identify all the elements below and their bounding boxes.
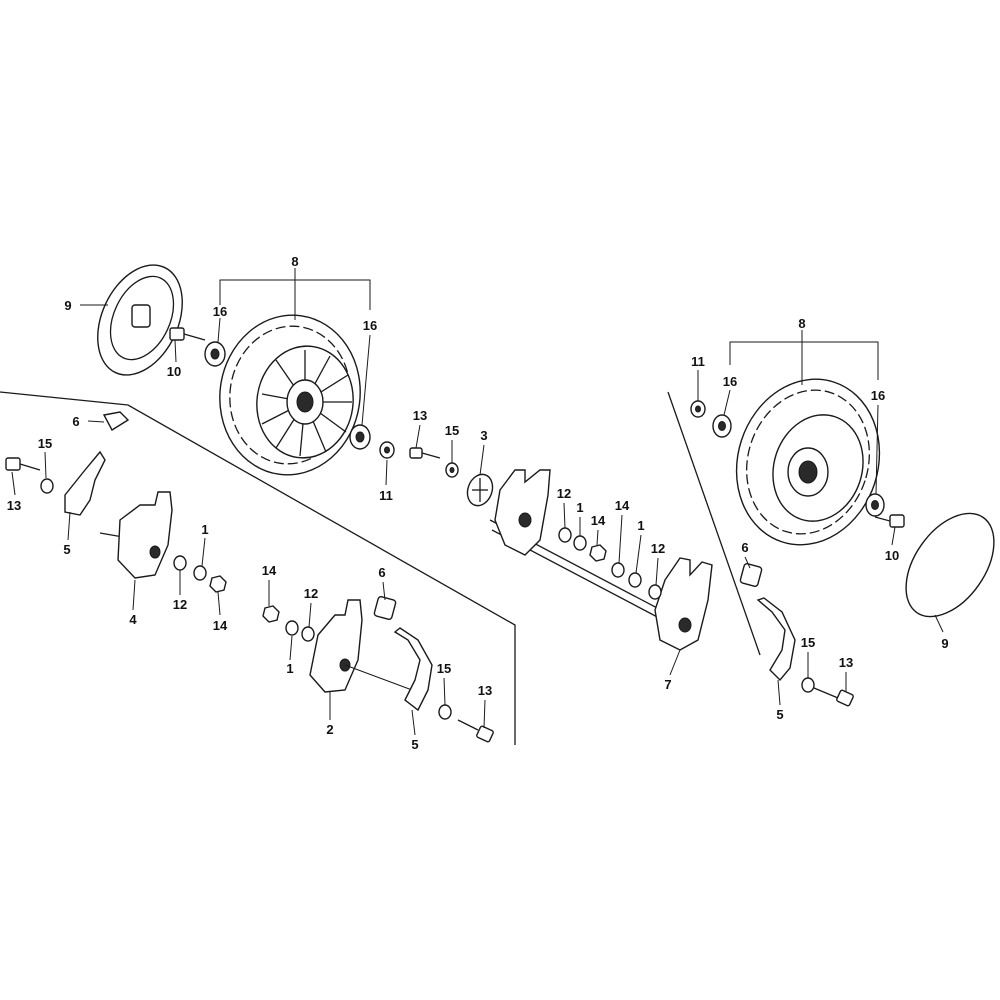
left-washer-11 (379, 441, 395, 459)
leader-lines (11, 268, 944, 736)
callout-6-right: 6 (741, 540, 748, 555)
callout-8-right: 8 (798, 316, 805, 331)
callout-10-left: 10 (167, 364, 181, 379)
center-washer (445, 462, 459, 478)
callout-12-axle-b: 12 (651, 541, 665, 556)
callout-11-right: 11 (691, 354, 705, 369)
callout-14-axle-a: 14 (591, 513, 606, 528)
right-height-lever (739, 562, 854, 707)
right-wheel-bearing-inner (712, 414, 732, 438)
left-wheel-bearing-inner (349, 424, 371, 450)
callout-5-middle: 5 (411, 737, 418, 752)
callout-14-left: 14 (213, 618, 228, 633)
middle-bracket-parts (262, 595, 397, 642)
callout-1-axle-a: 1 (576, 500, 583, 515)
callout-14-axle-b: 14 (615, 498, 630, 513)
callout-13-left: 13 (7, 498, 21, 513)
callout-labels: 8 9 16 16 10 6 15 13 5 1 12 4 14 11 13 1… (7, 254, 949, 752)
middle-bracket (309, 599, 413, 693)
callout-15-center: 15 (445, 423, 459, 438)
right-washer-11 (690, 400, 706, 418)
left-bracket-parts (173, 555, 227, 593)
part-3-cam (466, 473, 494, 507)
callout-11-left: 11 (379, 488, 393, 503)
left-wheel (219, 314, 361, 476)
callout-8-left: 8 (291, 254, 298, 269)
callout-16-left-inner: 16 (363, 318, 377, 333)
callout-5-right: 5 (776, 707, 783, 722)
callout-5-left: 5 (63, 542, 70, 557)
left-height-lever (5, 411, 130, 516)
callout-16-right-inner: 16 (723, 374, 737, 389)
callout-12-axle-a: 12 (557, 486, 571, 501)
callout-1-left: 1 (201, 522, 208, 537)
callout-15-middle: 15 (437, 661, 451, 676)
callout-14-middle: 14 (262, 563, 277, 578)
callout-7: 7 (664, 677, 671, 692)
callout-16-right-outer: 16 (871, 388, 885, 403)
right-hubcap (905, 512, 995, 618)
callout-4: 4 (129, 612, 137, 627)
right-wheel-bolt (874, 514, 905, 528)
right-wheel-bearing-outer (865, 493, 885, 517)
callout-13-middle: 13 (478, 683, 492, 698)
callout-15-left: 15 (38, 436, 52, 451)
axle-assembly (489, 469, 713, 651)
subassembly-boundary (0, 391, 761, 745)
callout-13-right: 13 (839, 655, 853, 670)
left-wheel-bearing-outer (204, 341, 226, 367)
callout-15-right: 15 (801, 635, 815, 650)
callout-12-middle: 12 (304, 586, 318, 601)
callout-12-left: 12 (173, 597, 187, 612)
callout-13-center: 13 (413, 408, 427, 423)
left-hubcap (97, 264, 183, 376)
callout-6-middle: 6 (378, 565, 385, 580)
callout-1-middle: 1 (286, 661, 293, 676)
callout-2: 2 (326, 722, 333, 737)
center-bolt (409, 447, 441, 459)
callout-16-left-outer: 16 (213, 304, 227, 319)
left-axle-bracket (99, 491, 173, 579)
callout-9-left: 9 (64, 298, 71, 313)
left-wheel-bolt (169, 327, 206, 341)
callout-9-right: 9 (941, 636, 948, 651)
callout-6-left: 6 (72, 414, 79, 429)
middle-height-lever (393, 627, 494, 743)
right-wheel (735, 378, 881, 546)
callout-10-right: 10 (885, 548, 899, 563)
callout-3: 3 (480, 428, 487, 443)
callout-1-axle-b: 1 (637, 518, 644, 533)
axle-small-parts (558, 527, 662, 600)
